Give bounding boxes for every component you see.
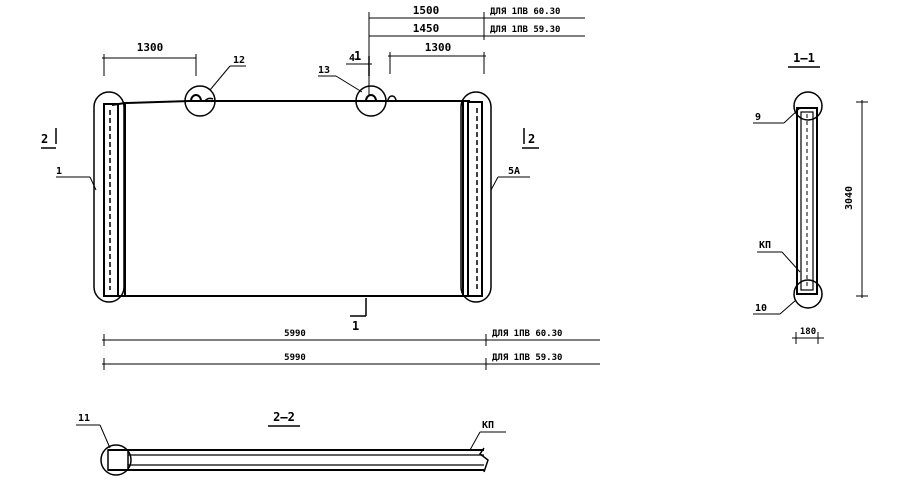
section-2-2-end-highlight <box>100 444 132 476</box>
callout-11: 11 <box>78 413 90 424</box>
leader-9 <box>783 107 801 124</box>
note-bottom-6030: ДЛЯ 1ПВ 60.30 <box>492 329 562 339</box>
right-rib-outline <box>467 101 483 297</box>
lifting-loop-left-tail <box>204 97 214 102</box>
leader-1 <box>89 176 97 191</box>
section-2-2: 2–2 11 КП <box>76 410 506 476</box>
dim-1500: 1500 <box>413 4 440 17</box>
cut1-top-label: 1 <box>354 49 361 63</box>
dim-1300-right: 1300 <box>425 41 452 54</box>
dim-1450: 1450 <box>413 22 440 35</box>
lifting-loop-right <box>365 94 377 102</box>
callout-kp-1-1: КП <box>759 240 771 251</box>
section-2-2-break-line <box>478 447 489 473</box>
leader-10 <box>779 299 797 315</box>
leader-12 <box>209 65 231 91</box>
callout-10: 10 <box>755 303 767 314</box>
loop-13-highlight <box>355 85 387 117</box>
right-end-highlight <box>460 91 492 303</box>
section-1-1-bottom-highlight <box>793 279 823 309</box>
left-rib-outline <box>103 103 119 297</box>
leader-5a <box>490 176 499 191</box>
callout-5a: 5А <box>508 166 520 177</box>
dim-180: 180 <box>800 327 816 337</box>
callout-9: 9 <box>755 112 761 123</box>
left-end-highlight <box>93 91 125 303</box>
lifting-loop-right-small <box>387 95 397 102</box>
leader-kp <box>781 251 801 273</box>
cut1-bottom-label: 1 <box>352 319 359 333</box>
dim-5990-b: 5990 <box>284 353 306 363</box>
note-bottom-5930: ДЛЯ 1ПВ 59.30 <box>492 353 562 363</box>
section-1-1-outline <box>796 107 818 295</box>
dim-1300-left: 1300 <box>137 41 164 54</box>
leader-13 <box>335 75 363 93</box>
loop-12-highlight <box>184 85 216 117</box>
section-2-2-title: 2–2 <box>273 410 295 424</box>
dim-4: 4 <box>349 53 355 64</box>
cut2-right-label: 2 <box>528 132 535 146</box>
callout-12: 12 <box>233 55 245 66</box>
callout-kp-2-2: КП <box>482 420 494 431</box>
section-2-2-end-rib <box>107 449 129 471</box>
plan-view: 1300 1500 1450 ДЛЯ 1ПВ 60.30 ДЛЯ 1ПВ 59.… <box>41 4 600 370</box>
callout-1: 1 <box>56 166 62 177</box>
section-1-1-inner <box>800 111 814 291</box>
note-for-5930: ДЛЯ 1ПВ 59.30 <box>490 25 560 35</box>
dim-3040: 3040 <box>844 186 855 210</box>
section-1-1: 1–1 9 КП 10 3040 180 <box>753 51 868 344</box>
callout-13: 13 <box>318 65 330 76</box>
lifting-loop-left <box>190 94 202 102</box>
leader-kp-2-2 <box>469 431 481 451</box>
panel-top-edge <box>111 100 470 106</box>
note-for-6030: ДЛЯ 1ПВ 60.30 <box>490 7 560 17</box>
cut2-left-label: 2 <box>41 132 48 146</box>
section-1-1-top-highlight <box>793 91 823 121</box>
dim-5990-a: 5990 <box>284 329 306 339</box>
section-1-1-title: 1–1 <box>793 51 815 65</box>
leader-11 <box>99 424 111 449</box>
